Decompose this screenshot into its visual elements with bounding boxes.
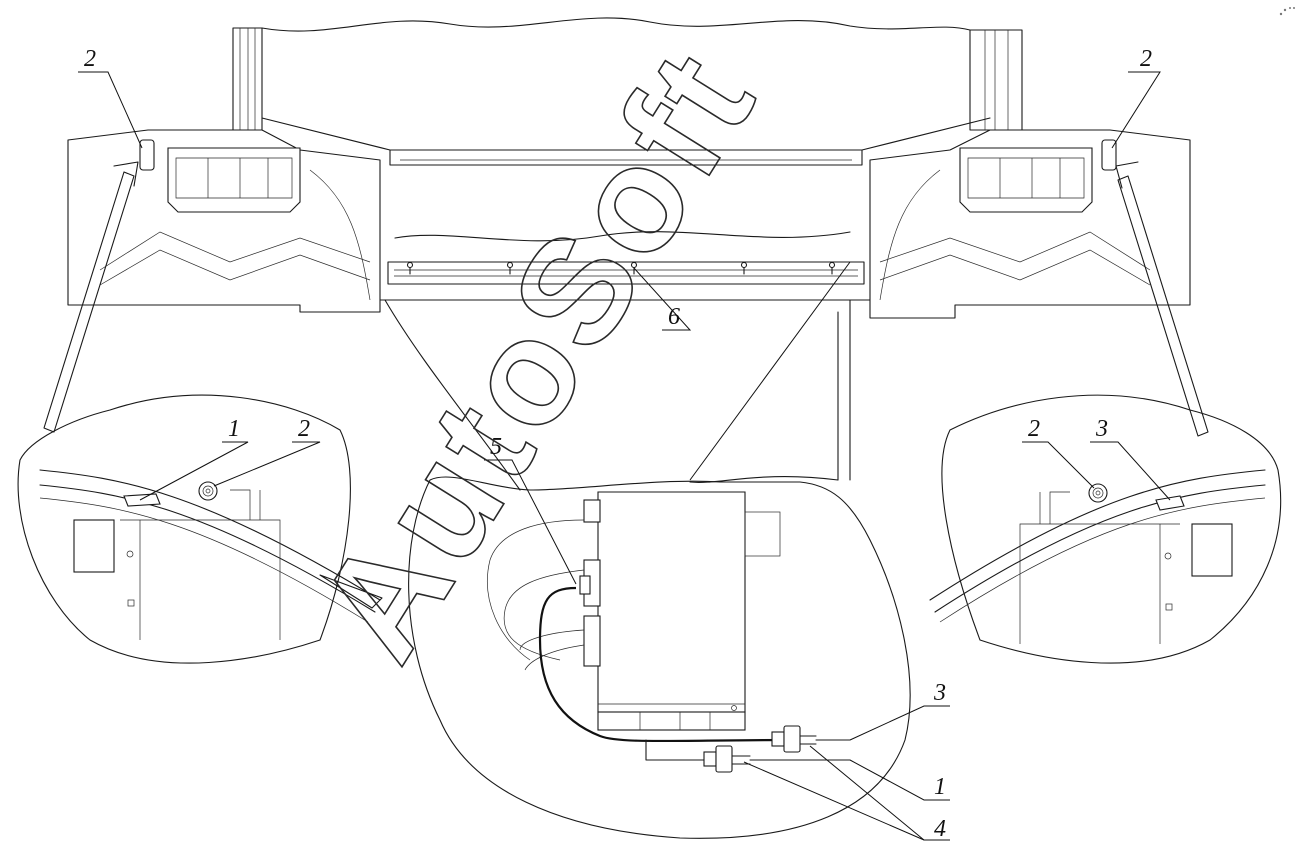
sensor-3	[771, 725, 851, 753]
top-frame-assembly	[67, 17, 1191, 319]
left-detail-view	[17, 394, 383, 664]
callout-5: 5	[490, 434, 502, 460]
right-detail-view	[929, 394, 1282, 664]
callout-left-detail-2: 2	[298, 416, 310, 442]
callout-right-detail-2: 2	[1028, 416, 1040, 442]
corner-mark	[1279, 7, 1295, 16]
callout-labels: 2 2 6 1 2 2 3 5 3 1 4	[84, 46, 1152, 842]
callout-top-right-2: 2	[1140, 46, 1152, 72]
callout-top-left-2: 2	[84, 46, 96, 72]
center-channel	[384, 299, 851, 491]
sensor-1	[703, 745, 851, 773]
callout-bottom-4: 4	[934, 816, 946, 842]
bottom-detail-view	[408, 476, 911, 839]
callout-leaders	[78, 71, 1171, 841]
callout-6: 6	[668, 304, 680, 330]
callout-bottom-1: 1	[934, 774, 946, 800]
callout-bottom-3: 3	[933, 680, 946, 706]
leader-arrows	[43, 161, 1209, 437]
callout-right-detail-3: 3	[1095, 416, 1108, 442]
callout-left-detail-1: 1	[228, 416, 240, 442]
